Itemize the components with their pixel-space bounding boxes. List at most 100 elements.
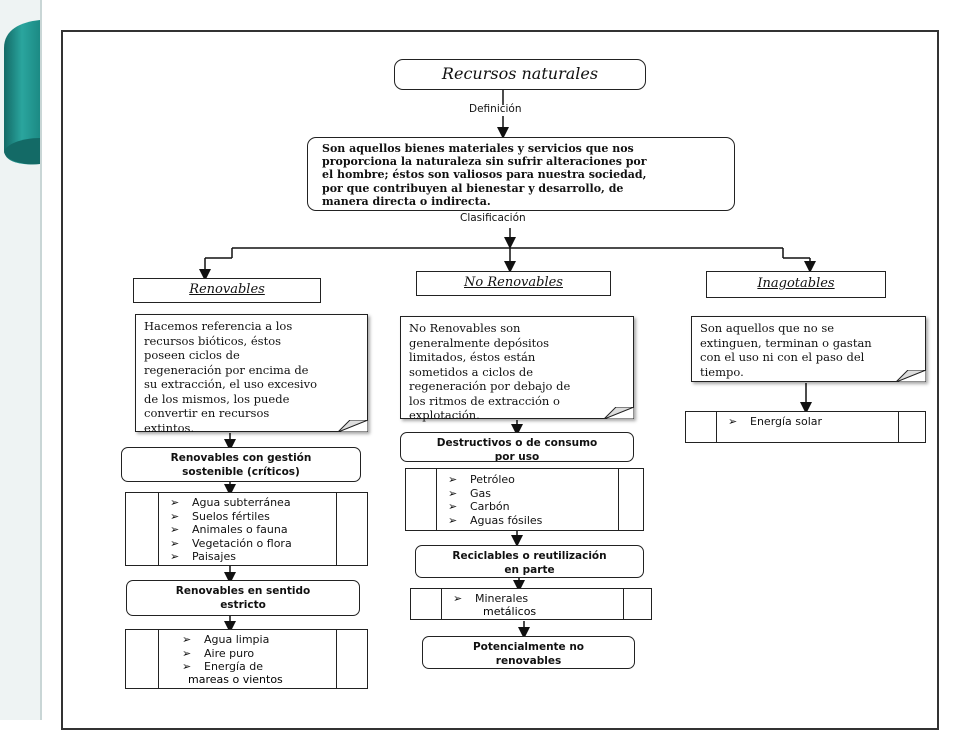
- note-line: Hacemos referencia a los: [144, 319, 293, 333]
- note-line: extintos.: [144, 420, 195, 435]
- reciclables-reutilizacion-box: Reciclables o reutilización en parte: [415, 545, 644, 578]
- arrow-bullet-icon: ➢: [448, 473, 458, 486]
- sub-title-line: Renovables en sentido: [175, 585, 311, 597]
- potencialmente-no-renovables-box: Potencialmente no renovables: [422, 636, 635, 669]
- note-line: con el uso ni con el paso del: [700, 350, 865, 364]
- sub-title-line: sostenible (críticos): [182, 466, 300, 478]
- note-line: los ritmos de extracción o: [409, 393, 560, 408]
- sub-title-line: Reciclables o reutilización: [452, 550, 607, 562]
- arrow-bullet-icon: ➢: [170, 550, 180, 563]
- sub-title-line: Potencialmente no: [472, 641, 585, 653]
- list-item-label: Agua subterránea: [192, 496, 291, 509]
- definition-line: proporciona la naturaleza sin sufrir alt…: [322, 155, 647, 169]
- list-item: ➢ Minerales: [453, 592, 528, 606]
- edge-label-definicion: Definición: [469, 103, 522, 115]
- list-item: ➢ Paisajes: [170, 550, 292, 564]
- arrow-bullet-icon: ➢: [448, 513, 458, 527]
- list-item-label: Vegetación o flora: [192, 536, 292, 550]
- list-item-continuation: mareas o vientos: [188, 673, 283, 686]
- note-line: poseen ciclos de: [144, 348, 240, 362]
- note-line: su extracción, el uso excesivo: [144, 377, 317, 391]
- list-item-label: Aire puro: [204, 646, 255, 660]
- renovables-description-note: Hacemos referencia a los recursos biótic…: [135, 314, 368, 435]
- sub-title-line: en parte: [504, 564, 555, 576]
- list-item-label: Aguas fósiles: [470, 513, 543, 527]
- note-line: regeneración por encima de: [144, 362, 309, 377]
- page-fold-icon: [896, 370, 926, 382]
- definition-line: Son aquellos bienes materiales y servici…: [322, 142, 634, 155]
- definition-line: manera directa o indirecta.: [322, 194, 491, 208]
- list-item-label: Carbón: [470, 500, 510, 513]
- arrow-bullet-icon: ➢: [453, 592, 463, 605]
- sub-title-line: estricto: [220, 599, 266, 611]
- category-no-renovables-title: No Renovables: [464, 275, 563, 290]
- list-item-continuation: metálicos: [483, 605, 537, 618]
- note-line: extinguen, terminan o gastan: [700, 335, 872, 350]
- renovables-sentido-estricto-box: Renovables en sentido estricto: [126, 580, 360, 616]
- inagotables-list: ➢ Energía solar: [685, 411, 926, 443]
- side-panel-divider: [40, 0, 42, 720]
- arrow-bullet-icon: ➢: [170, 523, 180, 536]
- arrow-bullet-icon: ➢: [170, 536, 180, 550]
- list-item-label: Animales o fauna: [192, 523, 288, 536]
- renovables-gestion-sostenible-box: Renovables con gestión sostenible (críti…: [121, 447, 361, 482]
- sub-title-line: Destructivos o de consumo: [436, 437, 598, 449]
- renovables-gestion-sostenible-list: ➢ Agua subterránea ➢Suelos fértiles ➢ Anim…: [125, 492, 368, 566]
- note-line: Son aquellos que no se: [700, 321, 835, 335]
- note-line: de los mismos, los puede: [144, 391, 290, 406]
- category-inagotables-title: Inagotables: [757, 276, 835, 291]
- edge-label-clasificacion: Clasificación: [460, 212, 526, 224]
- list-item: ➢ Vegetación o flora: [170, 537, 292, 551]
- inagotables-description-note: Son aquellos que no se extinguen, termin…: [691, 316, 926, 382]
- no-renovables-description-note: No Renovables son generalmente depósitos…: [400, 316, 634, 422]
- list-item-label: Gas: [470, 486, 491, 500]
- definition-line: por que contribuyen al bienestar y desar…: [322, 181, 624, 195]
- note-line: sometidos a ciclos de: [409, 364, 534, 379]
- note-line: convertir en recursos: [144, 406, 270, 420]
- list-item: ➢ Aguas fósiles: [448, 514, 542, 528]
- list-item: ➢ Agua limpia: [182, 633, 269, 647]
- list-item-label: Agua limpia: [204, 633, 270, 646]
- list-item: ➢ Agua subterránea: [170, 496, 292, 510]
- arrow-bullet-icon: ➢: [182, 646, 192, 660]
- destructivos-consumo-list: ➢ Petróleo ➢ Gas ➢ Carbón ➢ Aguas fósiles: [405, 468, 644, 531]
- list-item: ➢Energía de: [182, 660, 269, 674]
- sub-title-line: por uso: [494, 451, 540, 462]
- category-no-renovables: No Renovables: [416, 271, 611, 296]
- list-item: ➢ Carbón: [448, 500, 542, 514]
- category-renovables: Renovables: [133, 278, 321, 303]
- sub-title-line: renovables: [495, 655, 562, 667]
- root-title: Recursos naturales: [441, 64, 599, 83]
- note-line: tiempo.: [700, 364, 744, 379]
- note-line: No Renovables son: [409, 321, 521, 335]
- list-item: ➢ Aire puro: [182, 647, 269, 661]
- list-item-label: Petróleo: [470, 473, 515, 486]
- note-line: regeneración por debajo de: [409, 379, 571, 393]
- list-item: ➢ Petróleo: [448, 473, 542, 487]
- definition-line: el hombre; éstos son valiosos para nuest…: [322, 168, 647, 182]
- list-item: ➢ Animales o fauna: [170, 523, 292, 537]
- list-item-label: Paisajes: [192, 550, 236, 563]
- list-item-label: Minerales: [475, 592, 529, 605]
- reciclables-reutilizacion-list: ➢ Minerales metálicos: [410, 588, 652, 620]
- list-item: ➢ Gas: [448, 487, 542, 501]
- definition-box: Son aquellos bienes materiales y servici…: [307, 137, 735, 211]
- arrow-bullet-icon: ➢: [182, 660, 192, 673]
- category-inagotables: Inagotables: [706, 271, 886, 298]
- arrow-bullet-icon: ➢: [170, 509, 180, 523]
- arrow-bullet-icon: ➢: [448, 486, 458, 500]
- list-item: ➢ Energía solar: [728, 415, 822, 429]
- arrow-bullet-icon: ➢: [448, 500, 458, 513]
- page-fold-icon: [338, 420, 368, 432]
- list-item: ➢Suelos fértiles: [170, 510, 292, 524]
- arrow-bullet-icon: ➢: [182, 633, 192, 646]
- arrow-bullet-icon: ➢: [728, 415, 738, 428]
- teal-tab-decoration: [4, 20, 40, 165]
- list-item-label: Energía solar: [750, 415, 823, 428]
- sub-title-line: Renovables con gestión: [170, 452, 312, 464]
- destructivos-consumo-box: Destructivos o de consumo por uso: [400, 432, 634, 462]
- page-fold-icon: [604, 407, 634, 419]
- arrow-bullet-icon: ➢: [170, 496, 180, 509]
- renovables-sentido-estricto-list: ➢ Agua limpia ➢ Aire puro ➢Energía de mare…: [125, 629, 368, 689]
